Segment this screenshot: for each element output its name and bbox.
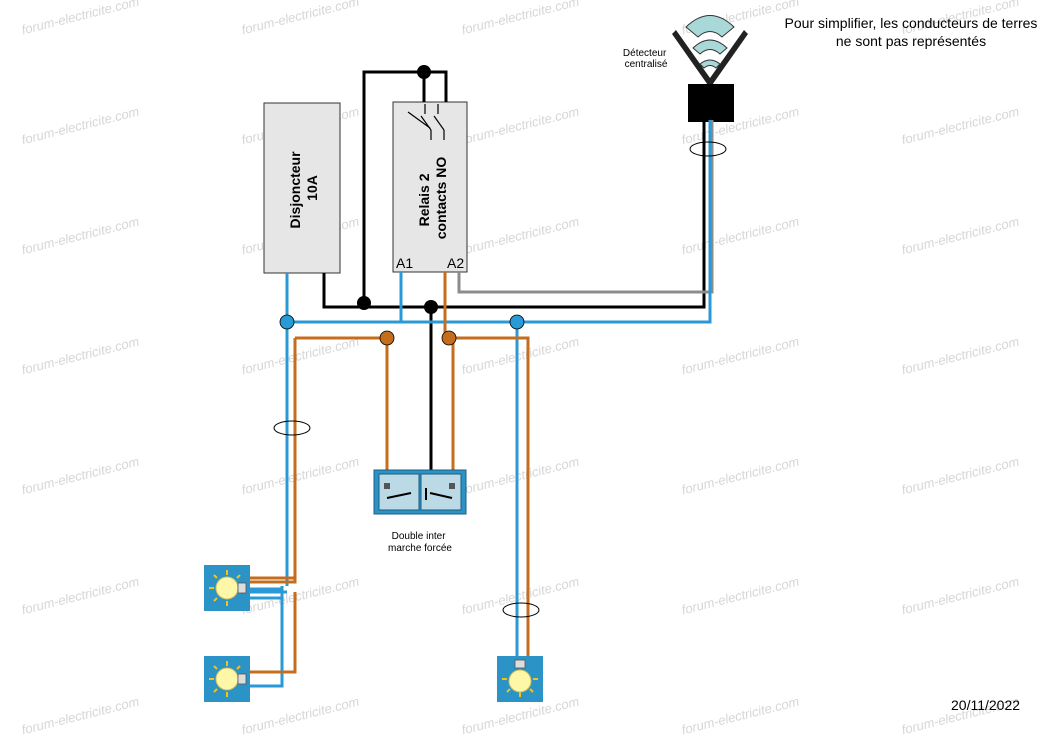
neutral-wires [250, 120, 712, 688]
relay-terminal-a1: A1 [396, 255, 413, 271]
lamp-icon [204, 656, 250, 702]
return-wire [457, 120, 714, 294]
note-text: Pour simplifier, les conducteurs de terr… [784, 15, 1038, 49]
lamp-icon [204, 565, 250, 611]
breaker-box [263, 102, 341, 274]
breaker-label: Disjoncteur 10A [287, 148, 320, 229]
relay-contact-icon [407, 104, 445, 140]
relay-label: Relais 2 contacts NO [416, 157, 449, 240]
junction-dots [279, 65, 525, 346]
date-text: 20/11/2022 [951, 697, 1021, 713]
motion-detector-icon [672, 15, 748, 122]
phase-wires [250, 272, 530, 674]
wiring-diagram: Détecteur centralisé Disjoncteur 10A Rel… [204, 15, 748, 702]
cable-sheaths [273, 141, 727, 618]
switch-icon [373, 469, 467, 515]
live-wires [322, 70, 706, 495]
lamp-icon [497, 656, 543, 702]
switch-label: Double inter marche forcée [388, 531, 452, 554]
relay-terminal-a2: A2 [447, 255, 464, 271]
relay-box [392, 101, 468, 273]
detector-label: Détecteur centralisé [623, 48, 669, 70]
